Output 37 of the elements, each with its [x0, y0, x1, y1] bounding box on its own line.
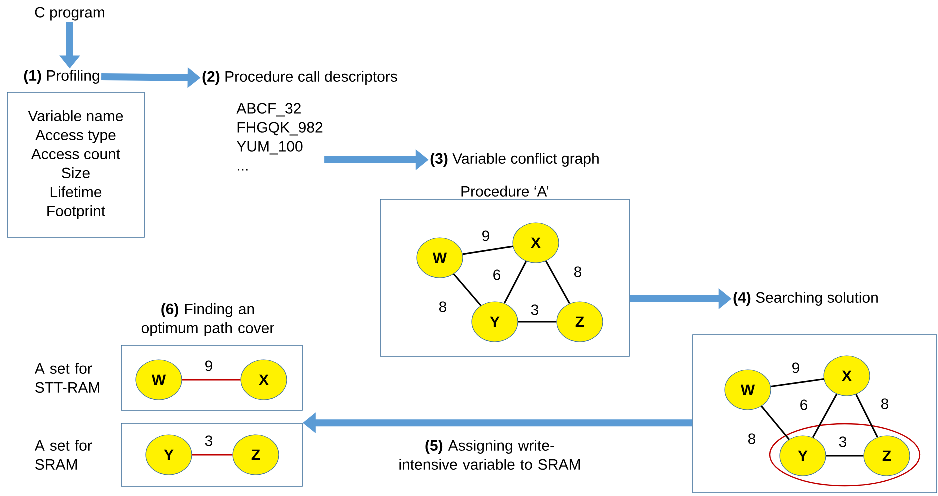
- edge-label: 8: [882, 398, 889, 410]
- graph-edge: [462, 246, 514, 256]
- node-label: Procedure ‘A’: [462, 186, 549, 197]
- edge-label: 6: [800, 400, 808, 410]
- section-heading: (6) Finding an optimum path cover: [142, 304, 274, 336]
- edge-label: 6: [494, 270, 501, 280]
- edge-label: 9: [792, 362, 800, 374]
- graph-edge: [761, 406, 790, 440]
- edge-label: 8: [440, 302, 447, 312]
- input-label: C program: [35, 7, 104, 21]
- graph-edge: [192, 454, 233, 456]
- edge-label: 3: [205, 436, 213, 446]
- graph-edge: [856, 394, 878, 438]
- edge-label: 9: [206, 360, 212, 372]
- node-label: A set for SRAM: [34, 440, 92, 470]
- graph-edge: [545, 260, 571, 304]
- graph-edge: [504, 261, 528, 304]
- edge-label: (5) Assigning write-intensive variable to SRAM: [400, 440, 580, 470]
- graph-edge: [812, 394, 838, 438]
- step-label: (4) Searching solution: [734, 292, 878, 306]
- step-label: (1) Profiling: [24, 70, 100, 84]
- edge-label: 9: [482, 230, 490, 242]
- edge-label: 8: [574, 266, 582, 278]
- edge-label: 3: [531, 304, 539, 316]
- step-label: (3) Variable conflict graph: [430, 153, 599, 167]
- graph-edge: [518, 321, 557, 323]
- edge-label: 3: [839, 436, 847, 448]
- graph-edge: [453, 274, 482, 306]
- graph-edge: [770, 378, 824, 388]
- edge-label: 8: [748, 434, 756, 444]
- graph-edge: [826, 455, 864, 457]
- descriptor-list: ABCF_32 FHGQK_982 YUM_100 ...: [236, 103, 323, 171]
- attribute-list-box: Variable name Access type Access count Size Lifetime Footprint: [7, 92, 145, 238]
- step-label: (2) Procedure call descriptors: [202, 71, 398, 85]
- graph-edge: [182, 379, 241, 381]
- graph-panel: [692, 334, 938, 494]
- node-label: A set for STT-RAM: [34, 363, 100, 393]
